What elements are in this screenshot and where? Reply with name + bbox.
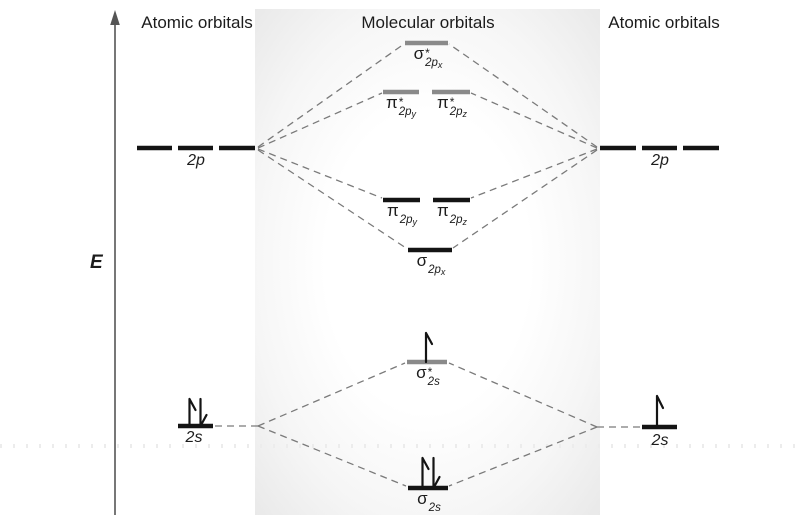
subscript-axis: x xyxy=(437,59,443,70)
label-sigma-star-2s: σ * 2s xyxy=(416,363,440,390)
connector-right2s-sigmastar2s xyxy=(448,362,598,428)
orbital-symbol: π xyxy=(385,93,398,112)
connector-left2p-pi2p xyxy=(257,148,383,199)
electron-up-arrow-left-2s xyxy=(188,397,197,428)
orbital-symbol: σ xyxy=(416,251,428,270)
label-right-2p: 2p xyxy=(651,152,669,169)
electron-up-arrow-right-2s xyxy=(655,394,665,429)
antibonding-star: * xyxy=(425,45,430,60)
connector-left2s-sigma2s xyxy=(257,425,407,487)
electron-up-arrow-sigma-star-2s xyxy=(424,331,434,364)
orbital-symbol: σ xyxy=(417,489,428,508)
energy-axis-arrowhead-icon xyxy=(110,10,120,25)
connector-lines xyxy=(215,43,640,487)
subscript-axis: x xyxy=(440,266,446,277)
subscript-shell: 2p xyxy=(399,213,413,226)
molecular-orbitals-panel xyxy=(255,9,600,515)
subscript-axis: y xyxy=(412,216,418,227)
subscript-axis: z xyxy=(462,216,468,227)
antibonding-star: * xyxy=(427,364,433,379)
orbital-subscript: 2s xyxy=(427,375,440,388)
energy-axis xyxy=(110,10,120,515)
connector-left2p-sigmastar2px xyxy=(257,43,405,148)
antibonding-star: * xyxy=(449,94,455,109)
orbital-symbol: π xyxy=(436,201,449,220)
subscript-shell: 2s xyxy=(428,501,441,514)
electron-down-arrow-sigma-2s xyxy=(432,456,441,490)
connector-left2s-sigmastar2s xyxy=(257,362,406,427)
orbital-symbol: π xyxy=(436,93,449,112)
energy-axis-label: E xyxy=(90,252,103,273)
electron-arrows xyxy=(188,331,665,490)
label-right-2s: 2s xyxy=(651,432,669,449)
connector-left2p-sigma2px xyxy=(257,149,407,249)
orbital-symbol: π xyxy=(386,201,399,220)
orbital-symbol: σ xyxy=(416,363,427,382)
subscript-shell: 2p xyxy=(425,56,438,69)
electron-up-arrow-sigma-2s xyxy=(421,456,430,490)
label-left-2s: 2s xyxy=(185,429,203,446)
subscript-shell: 2p xyxy=(398,105,412,118)
electron-down-arrow-left-2s xyxy=(199,397,208,428)
connector-right2p-pi2p xyxy=(470,148,598,199)
connector-left2p-pistar2p xyxy=(257,92,383,149)
orbital-subscript: 2s xyxy=(428,501,441,514)
orbital-script-stack: * 2s xyxy=(427,364,440,388)
label-sigma-2s: σ 2s xyxy=(417,489,441,516)
connector-right2p-sigmastar2px xyxy=(448,43,598,148)
connector-right2p-pistar2p xyxy=(470,92,598,149)
connector-right2s-sigma2s xyxy=(448,426,598,487)
subscript-axis: y xyxy=(411,108,417,119)
connector-right2p-sigma2px xyxy=(452,149,598,249)
left-atomic-orbitals-title: Atomic orbitals xyxy=(141,13,253,32)
subscript-shell: 2s xyxy=(427,375,440,388)
antibonding-star: * xyxy=(398,94,404,109)
subscript-shell: 2p xyxy=(449,213,463,226)
right-atomic-orbitals-title: Atomic orbitals xyxy=(608,13,720,32)
molecular-orbitals-title: Molecular orbitals xyxy=(361,13,495,32)
subscript-shell: 2p xyxy=(428,263,441,276)
subscript-axis: z xyxy=(462,108,468,119)
orbital-symbol: σ xyxy=(413,44,425,63)
orbital-script-stack: 2s xyxy=(428,492,441,514)
level-lines xyxy=(137,40,719,491)
subscript-shell: 2p xyxy=(449,105,463,118)
label-left-2p: 2p xyxy=(187,152,205,169)
